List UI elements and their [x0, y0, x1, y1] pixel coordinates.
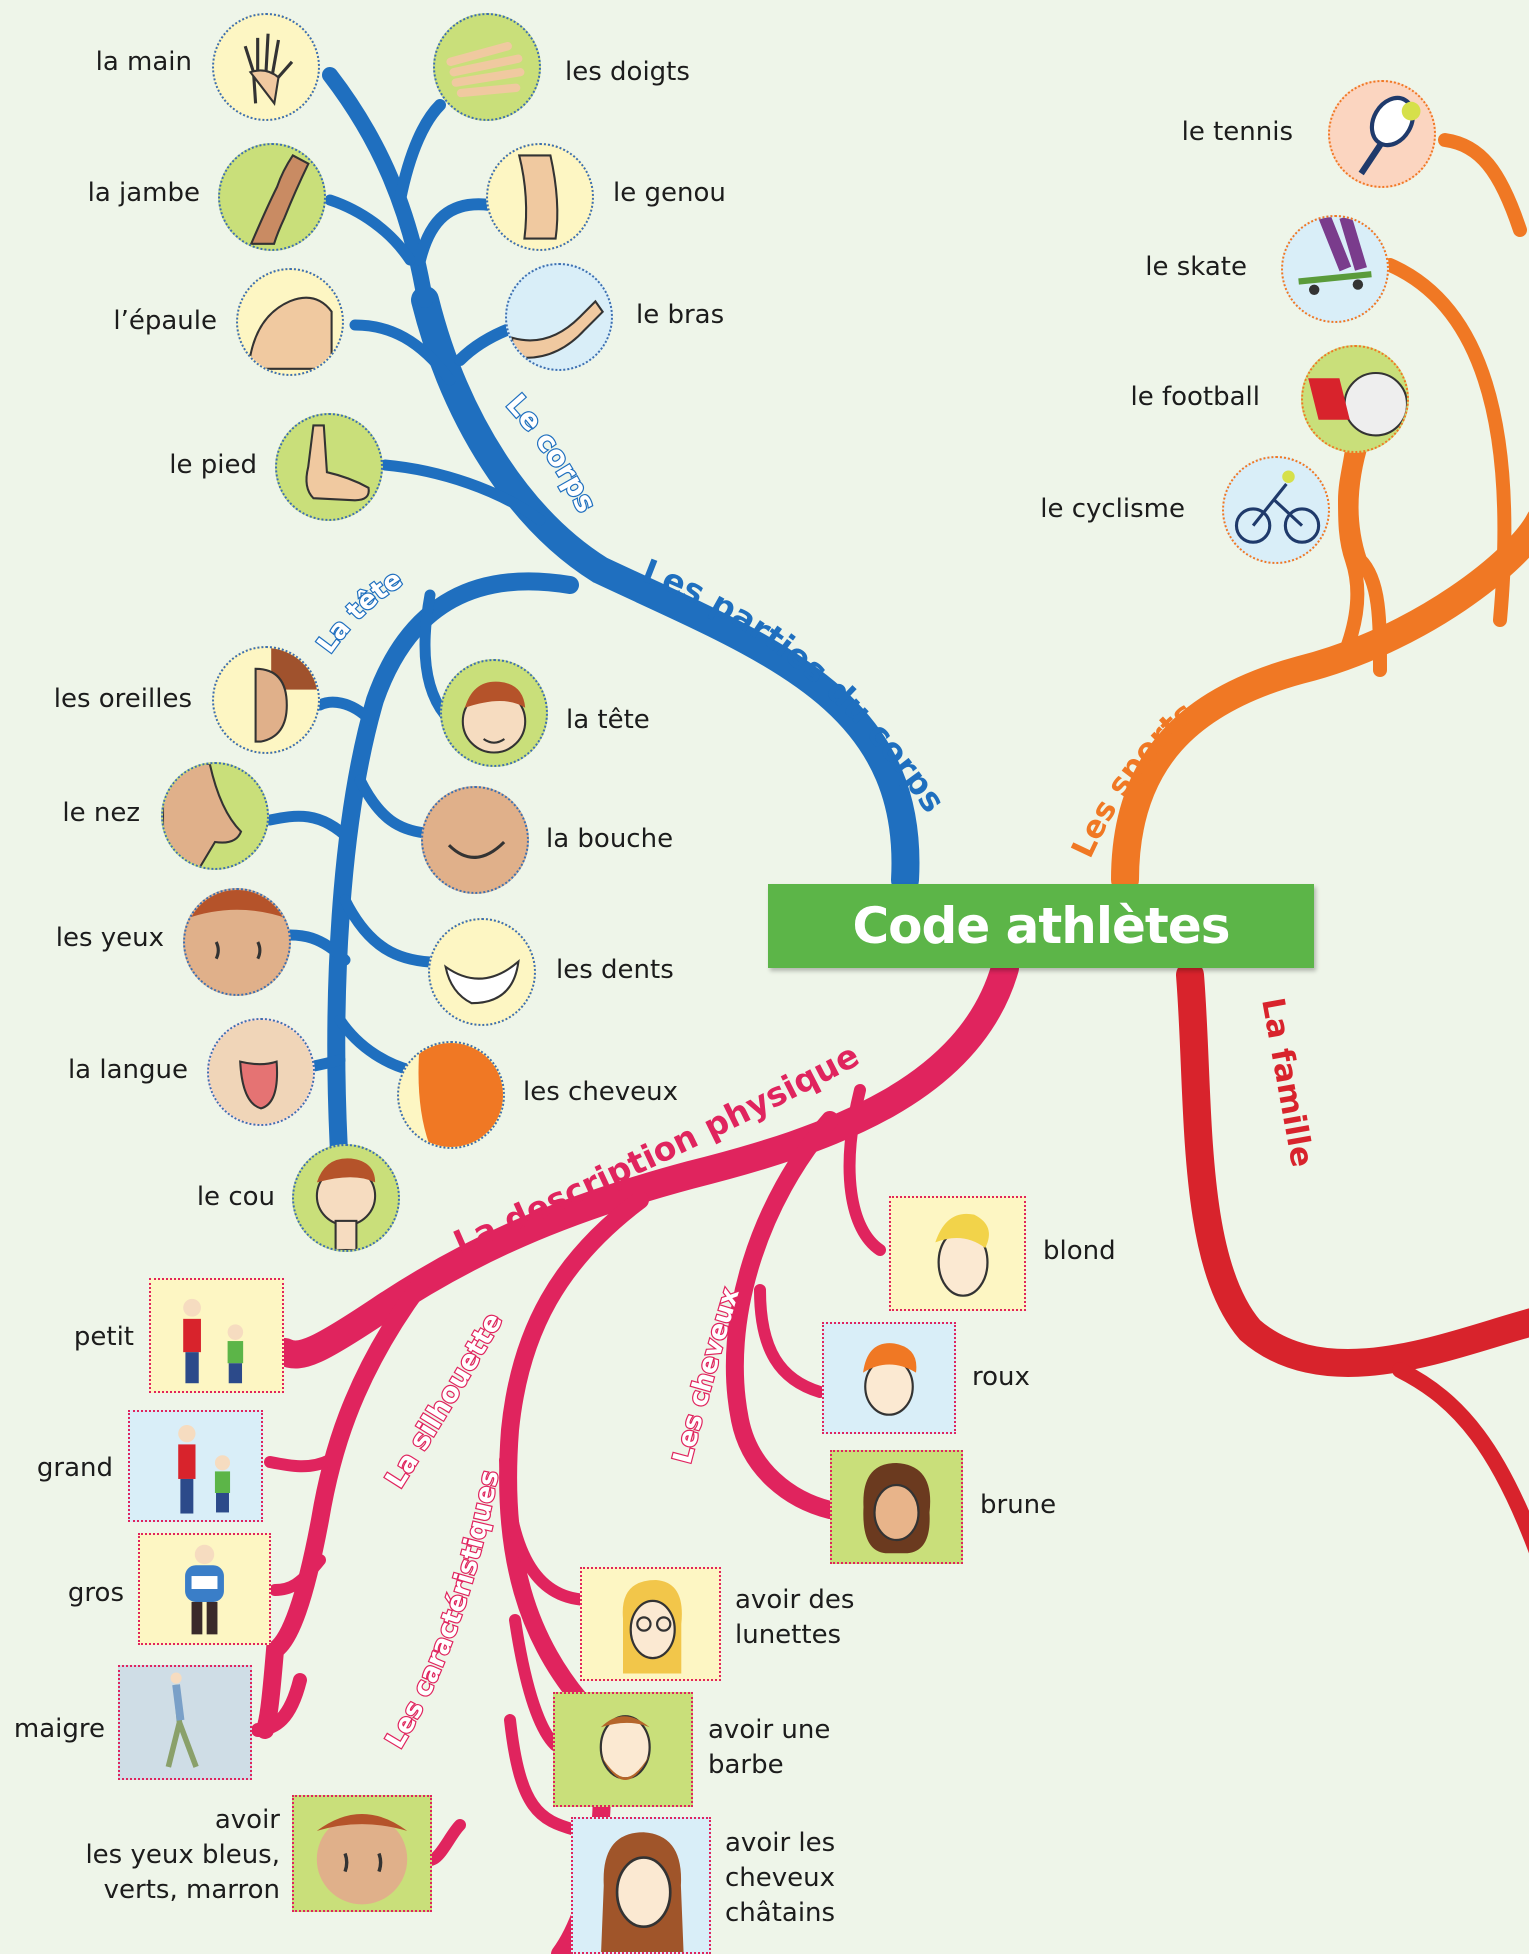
head-icon	[440, 659, 548, 767]
thin-person-picture	[118, 1665, 252, 1780]
label-chatains-line-1: avoir les	[725, 1828, 836, 1858]
label-pied: le pied	[169, 450, 257, 480]
heavy-person-picture	[138, 1533, 271, 1645]
mouth-icon	[421, 786, 529, 894]
teeth-icon	[428, 918, 536, 1026]
label-cyclisme: le cyclisme	[1040, 494, 1185, 524]
neck-icon	[292, 1144, 400, 1252]
label-lunettes: avoir des lunettes	[735, 1583, 854, 1653]
label-skate: le skate	[1145, 252, 1247, 282]
hair-icon	[397, 1041, 505, 1149]
label-barbe: avoir une barbe	[708, 1713, 830, 1783]
knee-icon	[486, 143, 594, 251]
sports-branch-lines	[1111, 133, 1529, 894]
shoulder-icon	[236, 268, 344, 376]
label-eye-colors-line-2: les yeux bleus,	[85, 1840, 280, 1871]
football-icon	[1301, 345, 1409, 453]
label-petit: petit	[73, 1322, 134, 1352]
label-tennis: le tennis	[1181, 117, 1293, 147]
page-title: Code athlètes	[852, 897, 1230, 955]
red-hair-picture	[822, 1322, 956, 1434]
label-main: la main	[95, 47, 192, 77]
label-eye-colors: avoir les yeux bleus, verts, marron	[60, 1803, 280, 1908]
label-tete: la tête	[566, 705, 650, 735]
label-lunettes-line-1: avoir des	[735, 1585, 855, 1615]
foot-icon	[275, 413, 383, 521]
branch-label-family: La famille	[1254, 995, 1320, 1170]
branch-label-silhouette: La silhouette	[380, 1308, 509, 1494]
label-cou: le cou	[196, 1182, 275, 1212]
tennis-icon	[1328, 80, 1436, 188]
family-branch-lines	[1176, 961, 1529, 1554]
eyes-icon	[183, 888, 291, 996]
label-bras: le bras	[636, 300, 725, 330]
label-football: le football	[1130, 382, 1260, 412]
label-eye-colors-line-3: verts, marron	[103, 1875, 280, 1906]
arm-icon	[505, 263, 613, 371]
glasses-picture	[580, 1567, 721, 1681]
label-lunettes-line-2: lunettes	[735, 1620, 842, 1651]
label-dents: les dents	[556, 955, 674, 985]
label-nez: le nez	[62, 798, 140, 828]
label-jambe: la jambe	[87, 178, 200, 208]
chestnut-hair-picture	[571, 1817, 711, 1954]
label-barbe-line-1: avoir une	[708, 1715, 831, 1745]
label-brune: brune	[980, 1490, 1057, 1520]
blond-hair-picture	[889, 1196, 1026, 1311]
skateboard-icon	[1281, 215, 1389, 323]
label-genou: le genou	[613, 178, 726, 208]
brown-hair-picture	[830, 1450, 963, 1564]
label-chatains-line-2: cheveux	[725, 1863, 836, 1894]
eye-colors-picture	[292, 1795, 432, 1912]
description-branch-lines	[251, 954, 1019, 1954]
small-person-picture	[149, 1278, 284, 1393]
label-oreilles: les oreilles	[53, 684, 192, 714]
label-grand: grand	[36, 1453, 113, 1483]
branch-label-caracteristiques: Les caractéristiques	[380, 1468, 505, 1754]
label-eye-colors-line-1: avoir	[214, 1805, 280, 1835]
label-blond: blond	[1043, 1236, 1116, 1266]
center-title-box: Code athlètes	[768, 884, 1314, 968]
label-bouche: la bouche	[546, 824, 674, 854]
label-chatains: avoir les cheveux châtains	[725, 1826, 835, 1931]
ear-icon	[212, 646, 320, 754]
label-roux: roux	[972, 1362, 1030, 1392]
cycling-icon	[1222, 456, 1330, 564]
tall-person-picture	[128, 1410, 263, 1522]
beard-picture	[553, 1692, 693, 1807]
tongue-icon	[207, 1018, 315, 1126]
label-cheveux: les cheveux	[523, 1077, 679, 1107]
label-chatains-line-3: châtains	[725, 1898, 836, 1929]
hand-icon	[212, 13, 320, 121]
label-barbe-line-2: barbe	[708, 1750, 784, 1781]
label-doigts: les doigts	[565, 57, 690, 87]
label-epaule: l’épaule	[113, 306, 217, 336]
body-branch-lines	[264, 67, 920, 1179]
label-gros: gros	[67, 1578, 124, 1608]
label-yeux: les yeux	[55, 923, 164, 953]
label-langue: la langue	[67, 1055, 188, 1085]
leg-icon	[218, 143, 326, 251]
fingers-icon	[433, 13, 541, 121]
label-maigre: maigre	[13, 1714, 105, 1744]
nose-icon	[161, 762, 269, 870]
